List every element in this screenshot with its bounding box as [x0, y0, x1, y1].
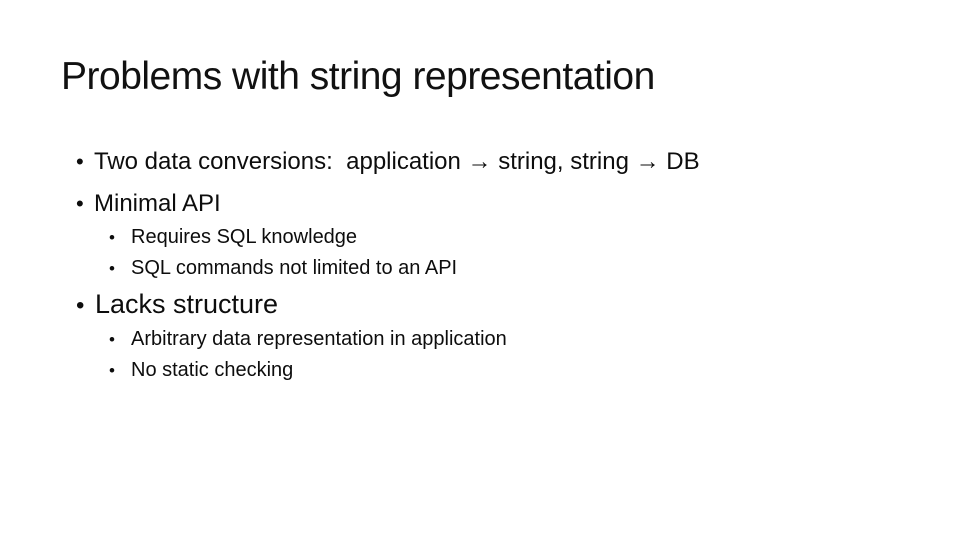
bullet-icon: •	[109, 361, 115, 380]
sub-bullet-item-requires-sql-knowledge: • Requires SQL knowledge	[109, 224, 357, 251]
bullet-text: Two data conversions: application → stri…	[94, 148, 700, 175]
sub-bullet-item-sql-commands: • SQL commands not limited to an API	[109, 255, 457, 282]
bullet-text: Requires SQL knowledge	[131, 226, 358, 248]
bullet-text: Minimal API	[94, 190, 221, 217]
bullet-icon: •	[109, 330, 115, 349]
bullet-icon: •	[76, 191, 84, 216]
bullet-item-lacks-structure: • Lacks structure	[76, 287, 278, 323]
bullet-item-minimal-api: • Minimal API	[76, 188, 221, 219]
sub-bullet-item-arbitrary-data-representation: • Arbitrary data representation in appli…	[109, 326, 507, 353]
bullet-icon: •	[76, 149, 84, 174]
bullet-icon: •	[109, 259, 115, 278]
bullet-icon: •	[76, 292, 85, 319]
bullet-icon: •	[109, 228, 115, 247]
bullet-item-two-data-conversions: • Two data conversions: application → st…	[76, 146, 700, 177]
bullet-text: Arbitrary data representation in applica…	[131, 328, 507, 350]
bullet-text: SQL commands not limited to an API	[131, 257, 458, 279]
bullet-text: No static checking	[131, 359, 294, 381]
bullet-text: Lacks structure	[95, 289, 279, 319]
slide-title: Problems with string representation	[61, 55, 655, 98]
sub-bullet-item-no-static-checking: • No static checking	[109, 357, 293, 384]
